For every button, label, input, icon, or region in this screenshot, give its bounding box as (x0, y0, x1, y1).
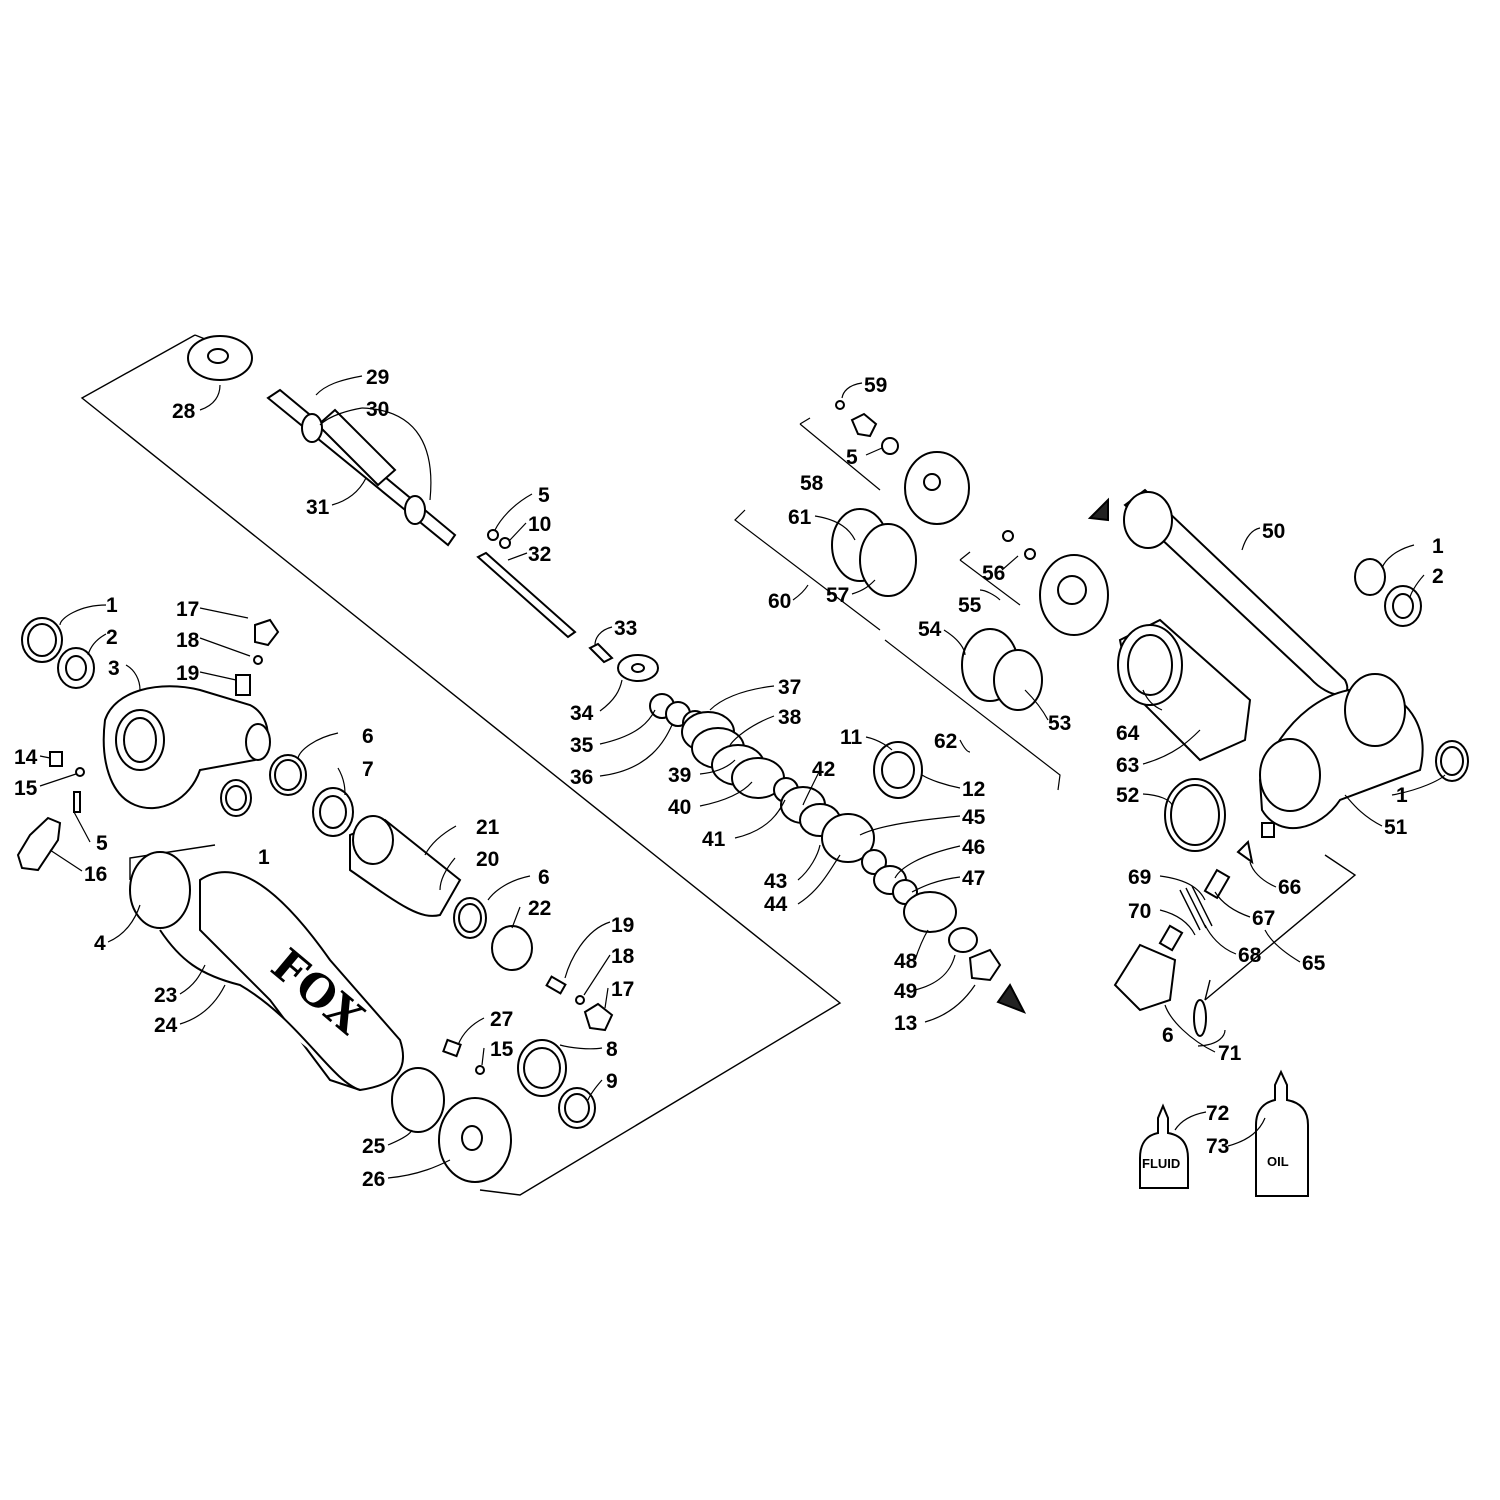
callout-64: 64 (1116, 722, 1140, 745)
callout-63: 63 (1116, 754, 1139, 777)
callout-68: 68 (1238, 944, 1262, 967)
callout-70: 70 (1128, 900, 1151, 923)
callout-29: 29 (366, 366, 389, 389)
callout-2: 2 (106, 626, 118, 649)
callout-44: 44 (764, 893, 788, 916)
leader-lines (39, 375, 1446, 1179)
callout-30: 30 (366, 398, 389, 421)
callout-1: 1 (258, 846, 270, 869)
callout-72: 72 (1206, 1102, 1229, 1125)
callout-28: 28 (172, 400, 196, 423)
callout-18: 18 (176, 629, 200, 652)
callout-42: 42 (812, 758, 835, 781)
callout-1: 1 (1396, 784, 1408, 807)
callout-5: 5 (96, 832, 108, 855)
callout-18: 18 (611, 945, 635, 968)
callout-67: 67 (1252, 907, 1275, 930)
callout-12: 12 (962, 778, 985, 801)
callout-50: 50 (1262, 520, 1285, 543)
callout-16: 16 (84, 863, 107, 886)
callout-39: 39 (668, 764, 691, 787)
callout-14: 14 (14, 746, 38, 769)
callout-17: 17 (176, 598, 199, 621)
callout-60: 60 (768, 590, 791, 613)
callout-21: 21 (476, 816, 500, 839)
callout-56: 56 (982, 562, 1005, 585)
oil-bottle: OIL (1255, 1069, 1309, 1197)
callout-2: 2 (1432, 565, 1444, 588)
callout-55: 55 (958, 594, 982, 617)
callout-19: 19 (611, 914, 634, 937)
callout-35: 35 (570, 734, 594, 757)
callout-31: 31 (306, 496, 330, 519)
callout-66: 66 (1278, 876, 1301, 899)
callout-32: 32 (528, 543, 551, 566)
callout-71: 71 (1218, 1042, 1242, 1065)
left-shock-assembly: FOX (16, 617, 614, 1183)
callout-19: 19 (176, 662, 199, 685)
callout-8: 8 (606, 1038, 618, 1061)
callout-23: 23 (154, 984, 177, 1007)
callout-6: 6 (538, 866, 550, 889)
right-shock-assembly: FLUID OIL (1087, 488, 1469, 1197)
callout-38: 38 (778, 706, 802, 729)
callout-48: 48 (894, 950, 918, 973)
callout-15: 15 (14, 777, 38, 800)
callout-13: 13 (894, 1012, 917, 1035)
callout-6: 6 (1162, 1024, 1174, 1047)
callout-6: 6 (362, 725, 374, 748)
callout-5: 5 (538, 484, 550, 507)
callout-73: 73 (1206, 1135, 1229, 1158)
callout-51: 51 (1384, 816, 1408, 839)
shaft-assembly (187, 335, 1027, 1014)
callout-34: 34 (570, 702, 594, 725)
callout-54: 54 (918, 618, 942, 641)
arrow-down-right (996, 983, 1027, 1014)
piston-assembly (831, 400, 1109, 711)
callout-25: 25 (362, 1135, 386, 1158)
callout-46: 46 (962, 836, 985, 859)
callout-27: 27 (490, 1008, 513, 1031)
callout-61: 61 (788, 506, 812, 529)
callout-45: 45 (962, 806, 986, 829)
callout-17: 17 (611, 978, 634, 1001)
callout-59: 59 (864, 374, 887, 397)
callout-65: 65 (1302, 952, 1326, 975)
callout-36: 36 (570, 766, 593, 789)
callout-3: 3 (108, 657, 120, 680)
callout-15: 15 (490, 1038, 514, 1061)
callout-37: 37 (778, 676, 801, 699)
callout-33: 33 (614, 617, 637, 640)
callout-43: 43 (764, 870, 787, 893)
callout-11: 11 (840, 726, 863, 749)
callout-49: 49 (894, 980, 917, 1003)
callout-1: 1 (1432, 535, 1444, 558)
callout-7: 7 (362, 758, 374, 781)
fluid-bottle-label: FLUID (1142, 1156, 1180, 1171)
oil-bottle-label: OIL (1267, 1154, 1289, 1169)
callout-62: 62 (934, 730, 957, 753)
callout-20: 20 (476, 848, 499, 871)
callout-9: 9 (606, 1070, 618, 1093)
callout-24: 24 (154, 1014, 178, 1037)
callout-1: 1 (106, 594, 118, 617)
arrow-up-left (1087, 497, 1109, 522)
callout-52: 52 (1116, 784, 1139, 807)
callout-22: 22 (528, 897, 551, 920)
callout-41: 41 (702, 828, 726, 851)
fluid-bottle: FLUID (1139, 1103, 1189, 1189)
callout-57: 57 (826, 584, 849, 607)
callout-69: 69 (1128, 866, 1151, 889)
callout-26: 26 (362, 1168, 385, 1191)
callout-53: 53 (1048, 712, 1071, 735)
callout-47: 47 (962, 867, 985, 890)
callout-labels: 1 2 3 17 18 19 14 15 5 16 4 23 24 6 7 1 … (14, 366, 1444, 1191)
callout-4: 4 (94, 932, 106, 955)
callout-5: 5 (846, 446, 858, 469)
callout-40: 40 (668, 796, 691, 819)
callout-10: 10 (528, 513, 551, 536)
callout-58: 58 (800, 472, 824, 495)
